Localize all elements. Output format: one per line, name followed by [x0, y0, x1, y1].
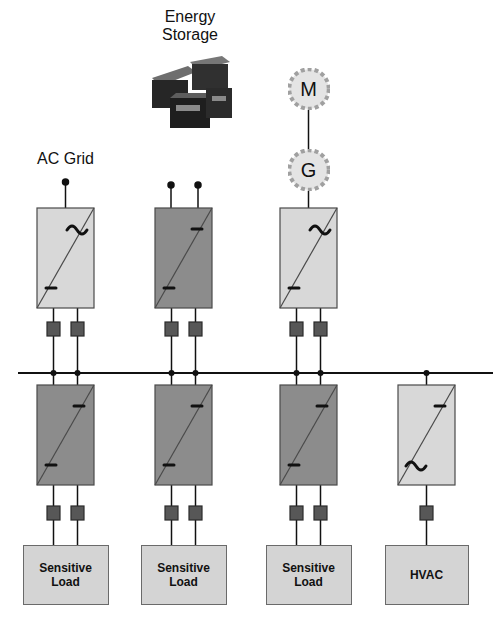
dc-bus: [18, 372, 493, 374]
ac-dc-converter: [280, 208, 337, 308]
converter-diagonal: [398, 385, 455, 485]
dc-symbol: [192, 228, 202, 231]
dc-symbol: [46, 464, 56, 467]
converter-diagonal: [37, 208, 94, 308]
breaker: [314, 322, 327, 336]
converter-diagonal: [155, 208, 212, 308]
ac-dc-converter: [37, 208, 94, 308]
dc-symbol: [74, 405, 84, 408]
junction-dot: [424, 370, 430, 376]
breaker: [290, 322, 303, 336]
breaker: [189, 322, 202, 336]
converter-diagonal: [280, 385, 337, 485]
breaker: [165, 322, 178, 336]
source-label: AC Grid: [21, 150, 111, 168]
wire: [296, 308, 298, 373]
wire: [308, 191, 310, 208]
junction-dot: [294, 370, 300, 376]
load-box: HVAC: [385, 545, 469, 605]
breaker: [47, 506, 60, 520]
ac-symbol: [406, 462, 426, 470]
source-wires: [63, 179, 309, 208]
wire: [171, 308, 173, 373]
breakers: [47, 322, 433, 520]
load-box: Sensitive Load: [266, 545, 352, 605]
load-box: Sensitive Load: [23, 545, 109, 605]
ac-symbol: [67, 226, 87, 234]
load-label: HVAC: [410, 568, 443, 582]
load-label: Sensitive Load: [271, 561, 347, 590]
breaker: [71, 506, 84, 520]
battery-cell: [170, 98, 210, 128]
dc-dc-converter: [37, 385, 94, 485]
bus-dots: [51, 370, 430, 376]
dc-ac-converter: [398, 385, 455, 485]
breaker: [314, 506, 327, 520]
dc-symbol: [164, 464, 174, 467]
converter-diagonal: [155, 385, 212, 485]
junction-dot: [51, 370, 57, 376]
dc-symbol: [164, 287, 174, 290]
ac-symbol: [310, 226, 330, 234]
machine-letter: G: [301, 158, 317, 182]
breaker: [189, 506, 202, 520]
circle-shape: [289, 150, 328, 189]
junction-dot: [318, 370, 324, 376]
machine-letter: M: [300, 77, 317, 101]
terminal-dot: [195, 182, 201, 188]
breaker: [420, 506, 433, 520]
shaft-line: [308, 110, 309, 149]
converter-symbols: [46, 226, 445, 470]
battery-label: [176, 105, 200, 111]
upper-wires: [54, 308, 427, 385]
breaker: [71, 322, 84, 336]
connector-line: [308, 110, 310, 149]
generator-circle: G: [288, 149, 330, 191]
converters: [37, 208, 455, 485]
wire: [65, 182, 67, 208]
wire: [320, 308, 322, 373]
battery-cell: [192, 64, 228, 90]
junction-dot: [75, 370, 81, 376]
dc-symbol: [46, 287, 56, 290]
source-label: Energy Storage: [150, 8, 230, 45]
dc-symbol: [289, 464, 299, 467]
junction-dot: [169, 370, 175, 376]
dc-symbol: [435, 405, 445, 408]
load-box: Sensitive Load: [141, 545, 227, 605]
terminal-dot: [63, 179, 69, 185]
dc-dc-converter: [155, 208, 212, 308]
circle-shape: [289, 69, 328, 108]
battery-label: [212, 96, 226, 101]
breaker: [47, 322, 60, 336]
dc-dc-converter: [280, 385, 337, 485]
wire: [77, 308, 79, 373]
converter-diagonal: [37, 385, 94, 485]
battery-icon: [152, 56, 232, 128]
junction-dot: [193, 370, 199, 376]
wire: [53, 308, 55, 373]
dc-symbol: [289, 287, 299, 290]
breaker: [290, 506, 303, 520]
converter-diagonal: [280, 208, 337, 308]
dc-symbol: [192, 405, 202, 408]
dc-dc-converter: [155, 385, 212, 485]
breaker: [165, 506, 178, 520]
load-label: Sensitive Load: [146, 561, 222, 590]
lower-wires: [54, 485, 427, 545]
dc-symbol: [317, 405, 327, 408]
battery-cell: [206, 88, 232, 118]
load-label: Sensitive Load: [28, 561, 104, 590]
wire: [195, 308, 197, 373]
motor-circle: M: [288, 68, 330, 110]
terminal-dot: [168, 182, 174, 188]
